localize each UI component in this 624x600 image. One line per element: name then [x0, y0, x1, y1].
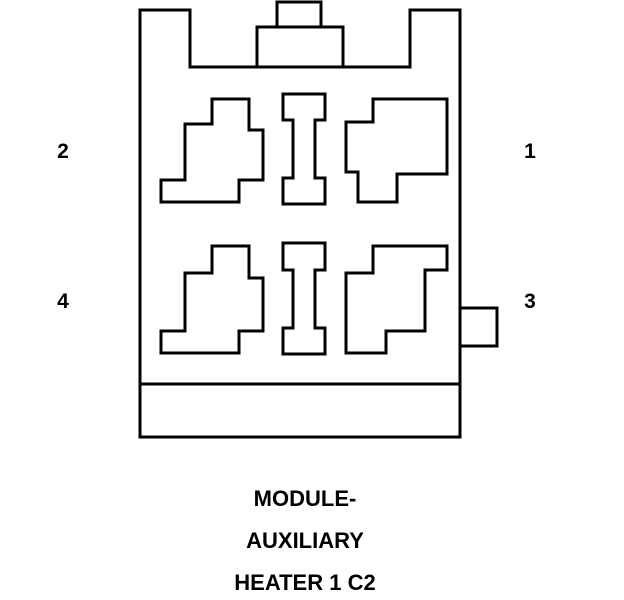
center-key-upper-outline — [281, 92, 327, 206]
connector-title: MODULE- AUXILIARY HEATER 1 C2 — [234, 486, 375, 595]
cavity-4-outline — [159, 244, 265, 355]
pin-label-2: 2 — [57, 140, 69, 163]
cavity-3-outline — [344, 244, 449, 355]
title-line-2: AUXILIARY — [246, 528, 364, 553]
cavity-2-outline — [159, 97, 265, 204]
pin-label-1: 1 — [524, 140, 536, 163]
center-key-upper — [281, 92, 327, 206]
cavity-3 — [344, 244, 449, 355]
cavity-1-outline — [344, 97, 449, 204]
side-key — [458, 306, 499, 348]
top-latch — [255, 0, 345, 69]
pin-label-4: 4 — [57, 290, 69, 313]
title-line-3: HEATER 1 C2 — [234, 570, 375, 595]
connector-housing — [138, 0, 499, 439]
center-key-lower-outline — [281, 241, 327, 356]
cavity-1 — [344, 97, 449, 204]
cavity-2 — [159, 97, 265, 204]
center-key-lower — [281, 241, 327, 356]
cavity-4 — [159, 244, 265, 355]
pin-label-3: 3 — [524, 290, 536, 313]
housing-outline — [138, 8, 462, 439]
title-line-1: MODULE- — [254, 486, 357, 511]
